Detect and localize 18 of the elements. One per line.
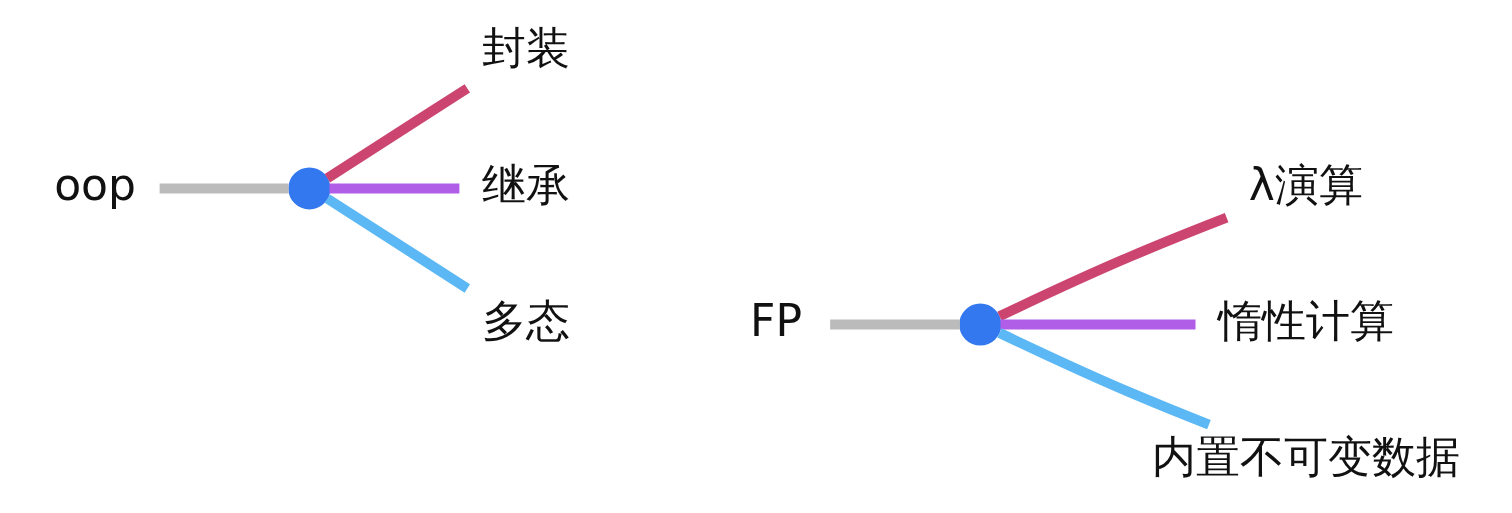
connector <box>997 328 1211 430</box>
node-text: oop <box>54 158 137 210</box>
node-text: 多态 <box>481 294 570 346</box>
connector <box>830 319 960 330</box>
node-text: 内置不可变数据 <box>1151 430 1460 482</box>
node-text: FP <box>750 294 802 346</box>
connector <box>329 183 460 194</box>
node-text: 继承 <box>481 158 570 210</box>
node-circle <box>959 303 1002 346</box>
connector <box>159 183 289 194</box>
connector <box>1000 319 1196 330</box>
node-circle <box>288 167 331 210</box>
node-text: 封装 <box>481 22 570 74</box>
node-text: 惰性计算 <box>1217 294 1394 346</box>
connector <box>324 84 470 183</box>
node-text: λ演算 <box>1248 158 1363 210</box>
connector <box>997 213 1229 321</box>
connector <box>324 194 470 293</box>
